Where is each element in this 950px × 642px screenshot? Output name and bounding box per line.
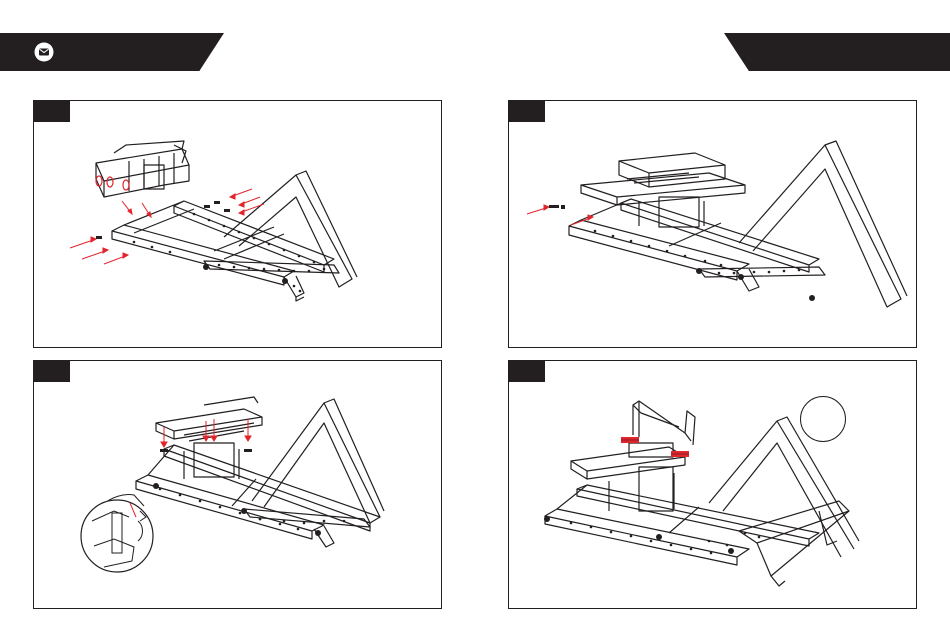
step-4-illustration (509, 361, 917, 609)
step-2-panel (508, 100, 917, 348)
mail-icon (34, 42, 54, 62)
step-1-panel (33, 100, 442, 348)
step-4-panel (508, 360, 917, 609)
header-banner-right (724, 33, 950, 71)
header-banner-left (0, 33, 224, 71)
step-1-illustration (34, 101, 442, 348)
step-3-illustration (34, 361, 442, 609)
step-3-panel (33, 360, 442, 609)
step-2-illustration (509, 101, 917, 348)
